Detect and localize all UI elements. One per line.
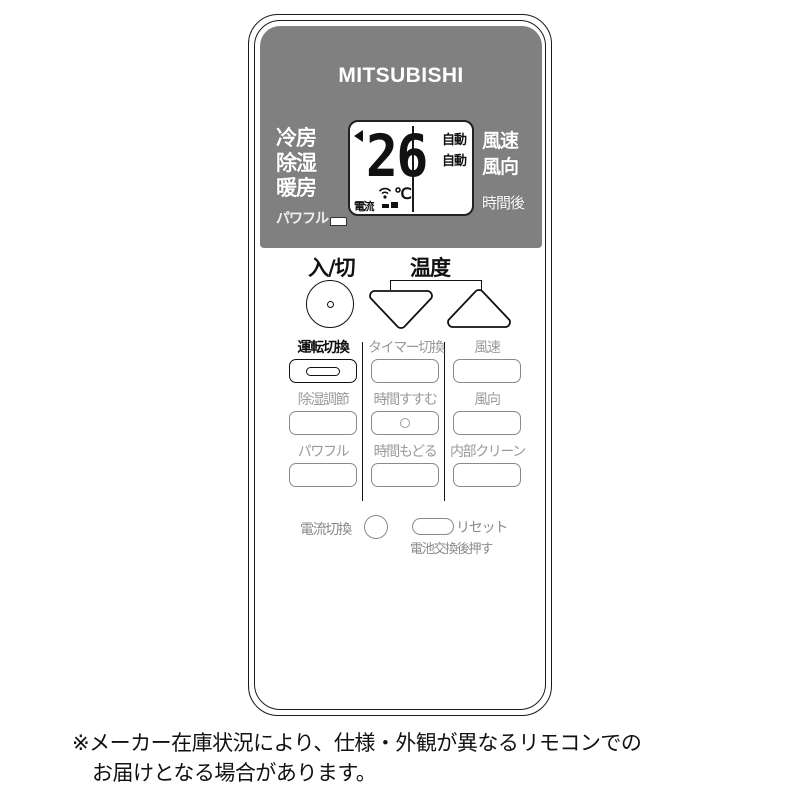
label-reset-instruction: 電池交換後押す [410,542,493,557]
lcd-temperature-value: 26 [365,122,428,190]
button-fan-speed[interactable] [453,359,521,383]
button-internal-clean[interactable] [453,463,521,487]
remote-top-panel: MITSUBISHI 冷房 除湿 暖房 パワフル 26 ℃ 電流 [260,26,542,248]
button-air-direction[interactable] [453,411,521,435]
label-time-back: 時間もどる [373,444,438,460]
power-button[interactable] [306,280,354,328]
cell-air-direction: 風向 [450,392,524,435]
cell-mode-switch: 運転切換 [286,340,360,383]
lcd-celsius-icon: ℃ [394,186,412,203]
lcd-divider [412,126,414,212]
lcd-display: 26 ℃ 電流 自動 自動 [348,120,474,216]
mode-label-cooling: 冷房 [276,126,317,150]
label-hours-later: 時間後 [482,194,525,212]
powerful-indicator: パワフル [276,208,347,228]
cell-internal-clean: 内部クリーン [450,444,526,487]
button-column-left: 運転切換 除湿調節 パワフル [286,340,360,496]
label-current-switch: 電流切換 [300,522,352,538]
cell-powerful: パワフル [286,444,360,487]
mode-label-dehumidify: 除湿 [276,151,317,175]
temperature-bracket [390,280,482,290]
button-reset[interactable] [412,518,454,535]
powerful-indicator-tab [330,216,347,226]
button-mode-switch[interactable] [289,359,357,383]
label-time-forward: 時間すすむ [373,392,438,408]
label-powerful: パワフル [297,444,350,460]
label-reset: リセット [456,520,508,536]
lcd-current-label: 電流 [354,200,375,213]
remote-lower-panel: 入/切 温度 運転切換 [260,248,542,716]
mode-label-group: 冷房 除湿 暖房 [276,126,350,201]
caption: ※メーカー在庫状況により、仕様・外観が異なるリモコンでの お届けとなる場合があり… [72,728,752,788]
power-button-center-dot [326,300,334,308]
powerful-indicator-label: パワフル [276,211,329,227]
label-fan-speed: 風速 [482,130,519,152]
grid-divider-left [362,342,364,501]
cell-time-forward: 時間すすむ [368,392,442,435]
caption-line-2: お届けとなる場合があります。 [92,761,377,785]
label-dehumidify-adjust: 除湿調節 [297,392,350,408]
button-time-forward-inner-circle [400,418,410,428]
bottom-control-row: 電流切換 リセット 電池交換後押す [286,513,524,568]
button-time-back[interactable] [371,463,439,487]
button-dehumidify-adjust[interactable] [289,411,357,435]
lcd-air-direction-value: 自動 [441,154,467,169]
label-button-fan-speed: 風速 [474,340,501,356]
button-time-forward[interactable] [371,411,439,435]
grid-divider-right [444,342,446,501]
lcd-fan-speed-value: 自動 [441,133,467,148]
cell-fan-speed: 風速 [450,340,524,383]
lcd-current-bars-icon [382,202,398,208]
remote-control-body: MITSUBISHI 冷房 除湿 暖房 パワフル 26 ℃ 電流 [248,14,552,716]
cell-timer-switch: タイマー切換 [368,340,445,383]
button-powerful[interactable] [289,463,357,487]
label-timer-switch: タイマー切換 [368,340,445,356]
button-current-switch[interactable] [364,515,388,539]
label-internal-clean: 内部クリーン [450,444,526,460]
button-column-center: タイマー切換 時間すすむ 時間もどる [368,340,445,496]
mode-label-heating: 暖房 [276,176,317,200]
power-button-label: 入/切 [308,256,356,280]
label-button-air-direction: 風向 [474,392,501,408]
label-air-direction: 風向 [482,156,519,178]
caption-line-1: ※メーカー在庫状況により、仕様・外観が異なるリモコンでの [72,731,642,755]
button-timer-switch[interactable] [371,359,439,383]
button-column-right: 風速 風向 内部クリーン [450,340,526,496]
remote-inner-rim [254,20,546,710]
mode-pointer-icon [354,130,363,142]
label-mode-switch: 運転切換 [297,340,349,356]
cell-dehumidify-adjust: 除湿調節 [286,392,360,435]
signal-wave-icon [378,186,392,199]
cell-time-back: 時間もどる [368,444,442,487]
button-mode-switch-inner [306,366,340,376]
temperature-group-label: 温度 [410,256,451,280]
brand-logo: MITSUBISHI [338,64,464,87]
